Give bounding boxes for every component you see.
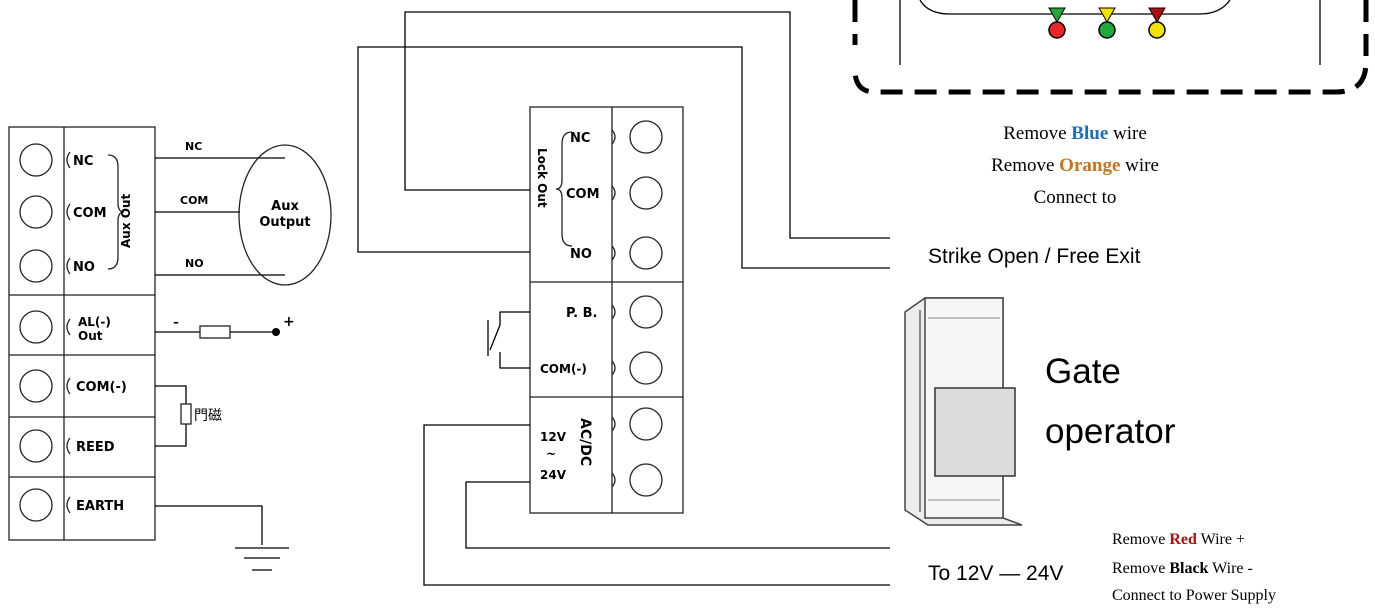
aux-output-device (238, 144, 332, 286)
terminal-label-out: Out (78, 329, 103, 343)
orange-color-word: Orange (1059, 155, 1121, 176)
green-led-icon (1098, 21, 1116, 39)
screw-terminal-icon (629, 176, 663, 210)
center-terminal-block: Lock Out NC COM NO P. B. COM(-) 12V ~ 24… (487, 106, 684, 514)
aux-wire-label-no: NO (185, 257, 204, 270)
terminal-label-nc: NC (73, 154, 93, 169)
aux-wire-label-nc: NC (185, 140, 202, 153)
door-sensor-icon (180, 403, 192, 425)
power-voltage-24v: 24V (540, 468, 567, 482)
power-type-label: AC/DC (577, 418, 593, 466)
aux-out-label: Aux Out (119, 194, 133, 248)
aux-output-label-line2: Output (259, 215, 310, 230)
lock-terminal-com: COM (566, 187, 600, 202)
remove-red-wire-note: Remove Red Wire + (1112, 531, 1245, 548)
lock-out-label: Lock Out (535, 148, 549, 208)
screw-terminal-icon (629, 463, 663, 497)
blue-color-word: Blue (1071, 123, 1109, 144)
screw-terminal-icon (629, 120, 663, 154)
gate-label-line1: Gate (1045, 352, 1121, 391)
remove-black-wire-note: Remove Black Wire - (1112, 560, 1253, 577)
alarm-plus-sign: + (283, 314, 295, 330)
terminal-label-com-minus: COM(-) (76, 380, 127, 395)
door-sensor-label: 門磁 (194, 408, 222, 424)
screw-terminal-icon (19, 249, 53, 283)
terminal-label-reed: REED (76, 440, 115, 455)
aux-output-label-line1: Aux (271, 199, 299, 214)
screw-terminal-icon (19, 310, 53, 344)
screw-terminal-icon (19, 429, 53, 463)
lock-terminal-nc: NC (570, 131, 590, 146)
left-terminal-block: NC COM NO AL(-) Out COM(-) REED EARTH Au… (8, 126, 332, 571)
power-voltage-12v: 12V (540, 430, 567, 444)
connect-power-supply-note: Connect to Power Supply (1112, 587, 1276, 604)
screw-terminal-icon (19, 488, 53, 522)
terminal-label-earth: EARTH (76, 499, 124, 514)
screw-terminal-icon (19, 143, 53, 177)
aux-wire-label-com: COM (180, 194, 208, 207)
connect-to-note: Connect to (1033, 187, 1117, 208)
gate-label-line2: operator (1045, 412, 1176, 451)
strike-label: Strike Open / Free Exit (928, 245, 1141, 268)
screw-terminal-icon (19, 369, 53, 403)
terminal-dot-icon (272, 328, 280, 336)
pb-terminal: P. B. (566, 306, 597, 321)
gate-operator-device (904, 297, 1023, 526)
terminal-label-com: COM (73, 206, 107, 221)
screw-terminal-icon (629, 407, 663, 441)
red-color-word: Red (1169, 531, 1197, 548)
screw-terminal-icon (19, 195, 53, 229)
terminal-label-alarm: AL(-) (78, 315, 111, 329)
alarm-minus-sign: – (173, 315, 179, 329)
remove-blue-wire-note: Remove Blue wire (1003, 123, 1147, 144)
yellow-led-icon (1148, 21, 1166, 39)
screw-terminal-icon (629, 236, 663, 270)
terminal-label-no: NO (73, 260, 95, 275)
black-color-word: Black (1169, 560, 1209, 577)
remove-orange-wire-note: Remove Orange wire (991, 155, 1159, 176)
supply-voltage-label: To 12V — 24V (928, 562, 1064, 585)
pb-com-terminal: COM(-) (540, 362, 587, 376)
lock-terminal-no: NO (570, 247, 592, 262)
red-led-icon (1048, 21, 1066, 39)
screw-terminal-icon (629, 295, 663, 329)
screw-terminal-icon (629, 351, 663, 385)
power-voltage-tilde: ~ (546, 447, 556, 461)
led-panel (852, 0, 1369, 95)
lock-wiring (357, 11, 890, 586)
